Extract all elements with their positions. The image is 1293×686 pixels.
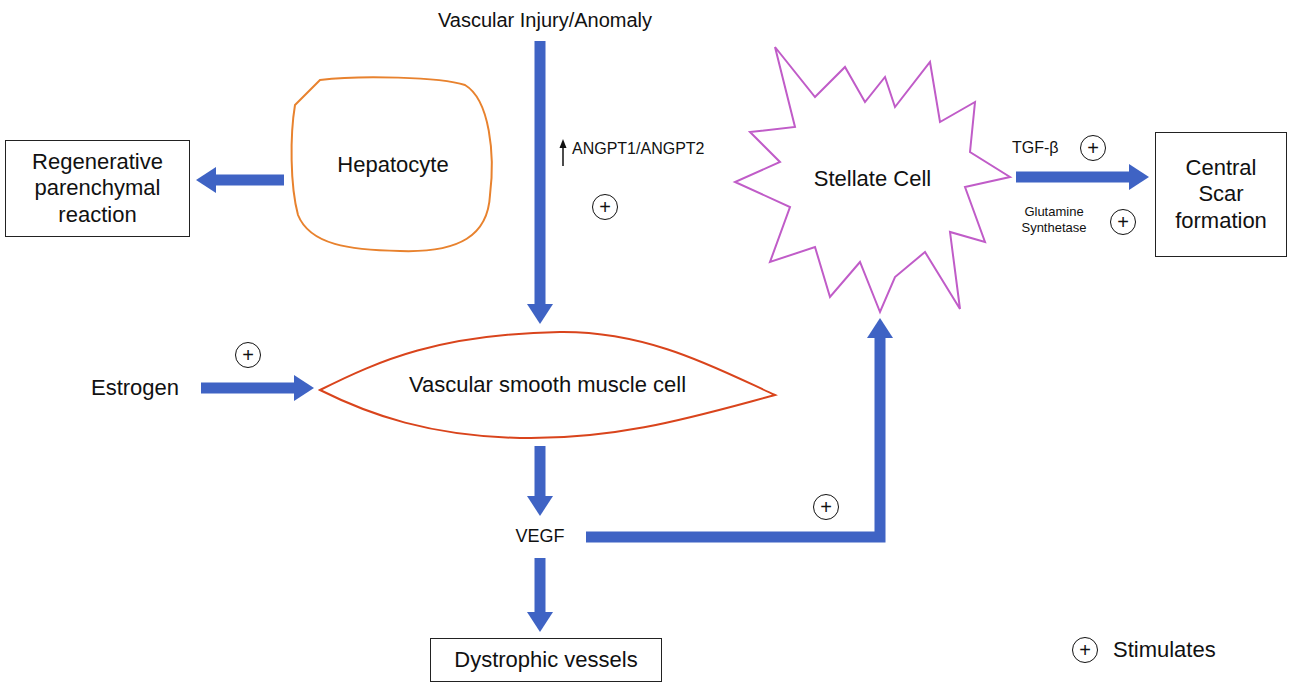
node-text: VEGF bbox=[515, 526, 564, 548]
stellate-cell-outline bbox=[735, 47, 1010, 312]
process-box: Regenerative parenchymal reaction bbox=[5, 140, 190, 237]
flow-arrow bbox=[527, 558, 553, 632]
arrow-shaft bbox=[1016, 172, 1131, 183]
arrow-shaft bbox=[535, 446, 546, 498]
flow-arrow bbox=[201, 375, 314, 401]
stimulates-symbol: + bbox=[1080, 135, 1106, 161]
text-wrap: Regenerative parenchymal reaction bbox=[13, 149, 182, 228]
up-arrow bbox=[562, 146, 564, 166]
text-wrap: Central Scar formation bbox=[1163, 155, 1279, 234]
flow-arrow bbox=[527, 41, 553, 324]
arrow-head bbox=[867, 318, 893, 338]
node-text: Vascular Injury/Anomaly bbox=[438, 8, 652, 32]
flow-arrow bbox=[527, 446, 553, 516]
term-node: Vascular Injury/Anomaly bbox=[435, 5, 656, 35]
flow-arrow bbox=[1016, 164, 1149, 190]
node-text: Vascular smooth muscle cell bbox=[409, 372, 686, 398]
flow-arrow bbox=[196, 167, 284, 193]
smooth-muscle-outline bbox=[320, 332, 775, 438]
text-wrap: VEGF bbox=[515, 526, 564, 548]
arrow-shaft bbox=[535, 41, 546, 306]
process-box: Central Scar formation bbox=[1155, 132, 1287, 257]
cell-shape: Stellate Cell bbox=[735, 47, 1010, 312]
node-text: Dystrophic vessels bbox=[454, 647, 637, 673]
arrow-head bbox=[294, 375, 314, 401]
arrow-head bbox=[527, 496, 553, 516]
legend-text: Stimulates bbox=[1113, 637, 1216, 663]
stimulates-symbol: + bbox=[235, 342, 261, 368]
arrow-head bbox=[196, 167, 216, 193]
edge-label: TGF-β bbox=[1012, 138, 1059, 157]
up-arrow-head bbox=[560, 139, 567, 148]
cell-shape: Hepatocyte bbox=[290, 75, 496, 255]
node-text: Hepatocyte bbox=[337, 152, 448, 178]
text-wrap: Estrogen bbox=[91, 375, 179, 401]
arrow-shaft bbox=[214, 175, 284, 186]
node-text: Estrogen bbox=[91, 375, 179, 401]
text-wrap: Dystrophic vessels bbox=[454, 647, 637, 673]
text-wrap: Vascular Injury/Anomaly bbox=[438, 8, 652, 32]
note-label: Glutamine Synthetase bbox=[1016, 204, 1092, 235]
arrow-head bbox=[527, 612, 553, 632]
stimulates-symbol: + bbox=[813, 494, 839, 520]
node-text: Stellate Cell bbox=[814, 166, 931, 192]
stimulates-symbol: + bbox=[592, 194, 618, 220]
text-wrap: Vascular smooth muscle cell bbox=[409, 372, 686, 398]
hepatocyte-outline bbox=[292, 77, 492, 251]
stimulates-symbol: + bbox=[1110, 209, 1136, 235]
term-node: Estrogen bbox=[75, 372, 195, 404]
process-box: Dystrophic vessels bbox=[430, 638, 662, 682]
term-node: VEGF bbox=[500, 522, 580, 552]
node-text: Central Scar formation bbox=[1163, 155, 1279, 234]
arrow-shaft bbox=[535, 558, 546, 614]
arrow-head bbox=[527, 304, 553, 324]
arrow-head bbox=[1129, 164, 1149, 190]
edge-label: ANGPT1/ANGPT2 bbox=[572, 139, 704, 158]
stimulates-symbol: + bbox=[1072, 637, 1098, 663]
cell-shape: Vascular smooth muscle cell bbox=[320, 330, 775, 440]
arrow-shaft bbox=[201, 383, 296, 394]
text-wrap: Hepatocyte bbox=[337, 152, 448, 178]
text-wrap: Stellate Cell bbox=[814, 166, 931, 192]
node-text: Regenerative parenchymal reaction bbox=[13, 149, 182, 228]
